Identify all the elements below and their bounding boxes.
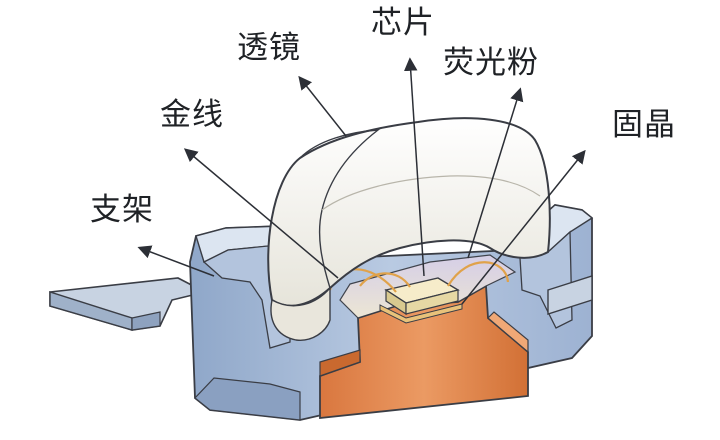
label-lead-frame: 支架 bbox=[90, 192, 154, 228]
lens-dome bbox=[267, 117, 551, 341]
led-chip bbox=[384, 277, 460, 316]
arrow-lead-frame bbox=[137, 245, 215, 277]
die-attach-layer bbox=[379, 303, 463, 324]
arrow-die-attach bbox=[461, 149, 586, 305]
left-lead-tab bbox=[49, 277, 208, 331]
leader-arrows bbox=[137, 57, 586, 305]
label-gold-wire: 金线 bbox=[160, 97, 224, 133]
arrow-gold-wire bbox=[183, 148, 339, 279]
right-lead-stub bbox=[547, 275, 593, 315]
copper-lead-frame bbox=[319, 284, 529, 420]
arrow-phosphor bbox=[467, 87, 524, 259]
arrow-chip bbox=[403, 57, 425, 277]
label-chip: 芯片 bbox=[371, 5, 435, 41]
label-lens: 透镜 bbox=[237, 30, 301, 66]
label-phosphor: 荧光粉 bbox=[443, 45, 539, 81]
arrow-lens bbox=[298, 75, 347, 137]
label-die-attach: 固晶 bbox=[612, 107, 676, 143]
